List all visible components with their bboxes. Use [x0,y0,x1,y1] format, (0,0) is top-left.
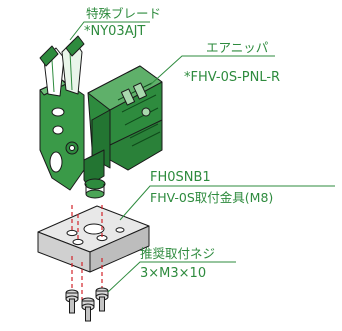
screw-1 [65,289,79,314]
screw-2 [81,297,95,322]
nipper-part-label: *FHV-0S-PNL-R [184,70,281,85]
bracket-model-label: FH0SNB1 [150,170,211,185]
blade-part-label: *NY03AJT [84,24,146,39]
air-nipper-body [39,35,163,199]
nipper-name-label: エアニッパ [206,40,269,55]
mounting-screws [65,287,109,322]
screw-name-label: 推奨取付ネジ [140,246,216,261]
screw-alignment-lines [71,205,103,300]
screw-spec-label: 3×M3×10 [140,266,207,281]
mounting-bracket [37,205,150,273]
screw-3 [95,287,109,312]
blade-name-label: 特殊ブレード [86,6,162,21]
bracket-desc-label: FHV-0S取付金具(M8) [150,190,274,205]
leader-lines [69,21,335,293]
